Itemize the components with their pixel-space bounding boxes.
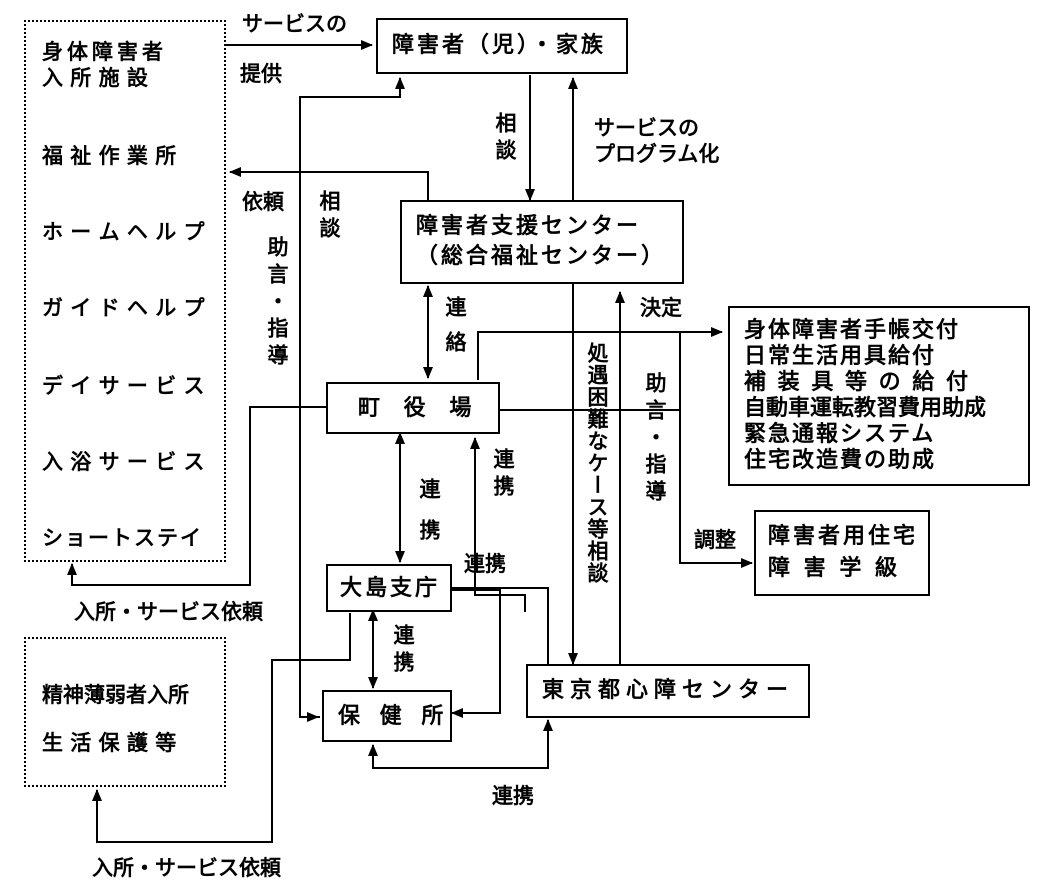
service-item: 緊急通報システム: [744, 422, 936, 447]
town-office-box: 町 役 場: [326, 382, 500, 434]
request-label: 依頼: [242, 190, 284, 214]
health-center-box: 保 健 所: [322, 690, 452, 742]
service-item: 補 装 具 等 の 給 付: [744, 370, 970, 395]
service-provide-label-2: 提供: [240, 62, 282, 86]
renkei-bottom-label: 連携: [492, 784, 534, 808]
service-provide-label-1: サービスの: [242, 12, 347, 36]
housing-class-box: 障害者用住宅 障 害 学 級: [754, 510, 930, 596]
decision-label: 決定: [640, 296, 682, 320]
center-label-line2: （総合福祉センター）: [416, 244, 667, 269]
service-item: ショートステイ: [42, 526, 203, 550]
renkei-town-hoken-label: 連携: [491, 448, 515, 502]
center-label-line1: 障害者支援センター: [416, 214, 642, 239]
service-item: 福 祉 作 業 所: [42, 144, 177, 168]
service-item: ホ ー ム ヘ ル プ: [42, 220, 205, 244]
service-item: 入 浴 サ ー ビ ス: [42, 450, 205, 474]
renkei-mid-label: 連携: [464, 552, 506, 576]
advice-left-label: 助言・指導: [265, 236, 289, 371]
family-label: 障害者（児）・家族: [392, 33, 607, 58]
oshima-branch-box: 大島支庁: [326, 564, 452, 612]
oshima-label: 大島支庁: [340, 576, 441, 601]
service-item: 精神薄弱者入所: [42, 683, 189, 707]
town-office-label: 町 役 場: [358, 396, 480, 421]
tokyo-center-box: 東京都心障センター: [526, 664, 810, 718]
service-item: 日常生活用具給付: [744, 344, 937, 369]
consult-left-label: 相談: [317, 190, 341, 244]
consult-top-label: 相談: [493, 112, 517, 166]
service-program-label-2: プログラム化: [594, 142, 720, 166]
advice-right-label: 助言・指導: [643, 372, 667, 507]
support-center-box: 障害者支援センター （総合福祉センター）: [400, 200, 684, 284]
renraku-label: 連絡: [443, 296, 467, 366]
right-services-box: 身体障害者手帳交付 日常生活用具給付 補 装 具 等 の 給 付 自動車運転教習…: [728, 306, 1030, 486]
service-program-label-1: サービスの: [594, 116, 699, 140]
service-item: 入 所 施 設: [42, 66, 148, 90]
renkei-town-oshima-label: 連携: [417, 478, 441, 560]
housing-label: 障害者用住宅: [768, 524, 919, 549]
service-item: 自動車運転教習費用助成: [744, 396, 987, 421]
service-item: デ イ サ ー ビ ス: [42, 374, 205, 398]
family-box: 障害者（児）・家族: [376, 18, 628, 74]
difficult-cases-label: 処遇困難なケース等相談: [585, 342, 609, 584]
left-bottom-services-box: 精神薄弱者入所 生 活 保 護 等: [24, 637, 226, 787]
service-item: 住宅改造費の助成: [744, 448, 937, 473]
left-services-box: 身体障害者 入 所 施 設 福 祉 作 業 所 ホ ー ム ヘ ル プ ガ イ …: [24, 20, 226, 562]
service-item: 生 活 保 護 等: [42, 731, 177, 755]
tokyo-center-label: 東京都心障センター: [542, 678, 795, 703]
adjust-label: 調整: [694, 528, 736, 552]
class-label: 障 害 学 級: [768, 556, 900, 581]
service-item: 身体障害者手帳交付: [744, 318, 961, 343]
service-item: 身体障害者: [42, 40, 167, 64]
request-service-label-1: 入所・サービス依頼: [74, 600, 263, 624]
renkei-oshima-hoken-label: 連携: [391, 624, 415, 678]
service-item: ガ イ ド ヘ ル プ: [42, 296, 205, 320]
request-service-label-2: 入所・サービス依頼: [92, 856, 281, 880]
health-center-label: 保 健 所: [338, 704, 450, 729]
